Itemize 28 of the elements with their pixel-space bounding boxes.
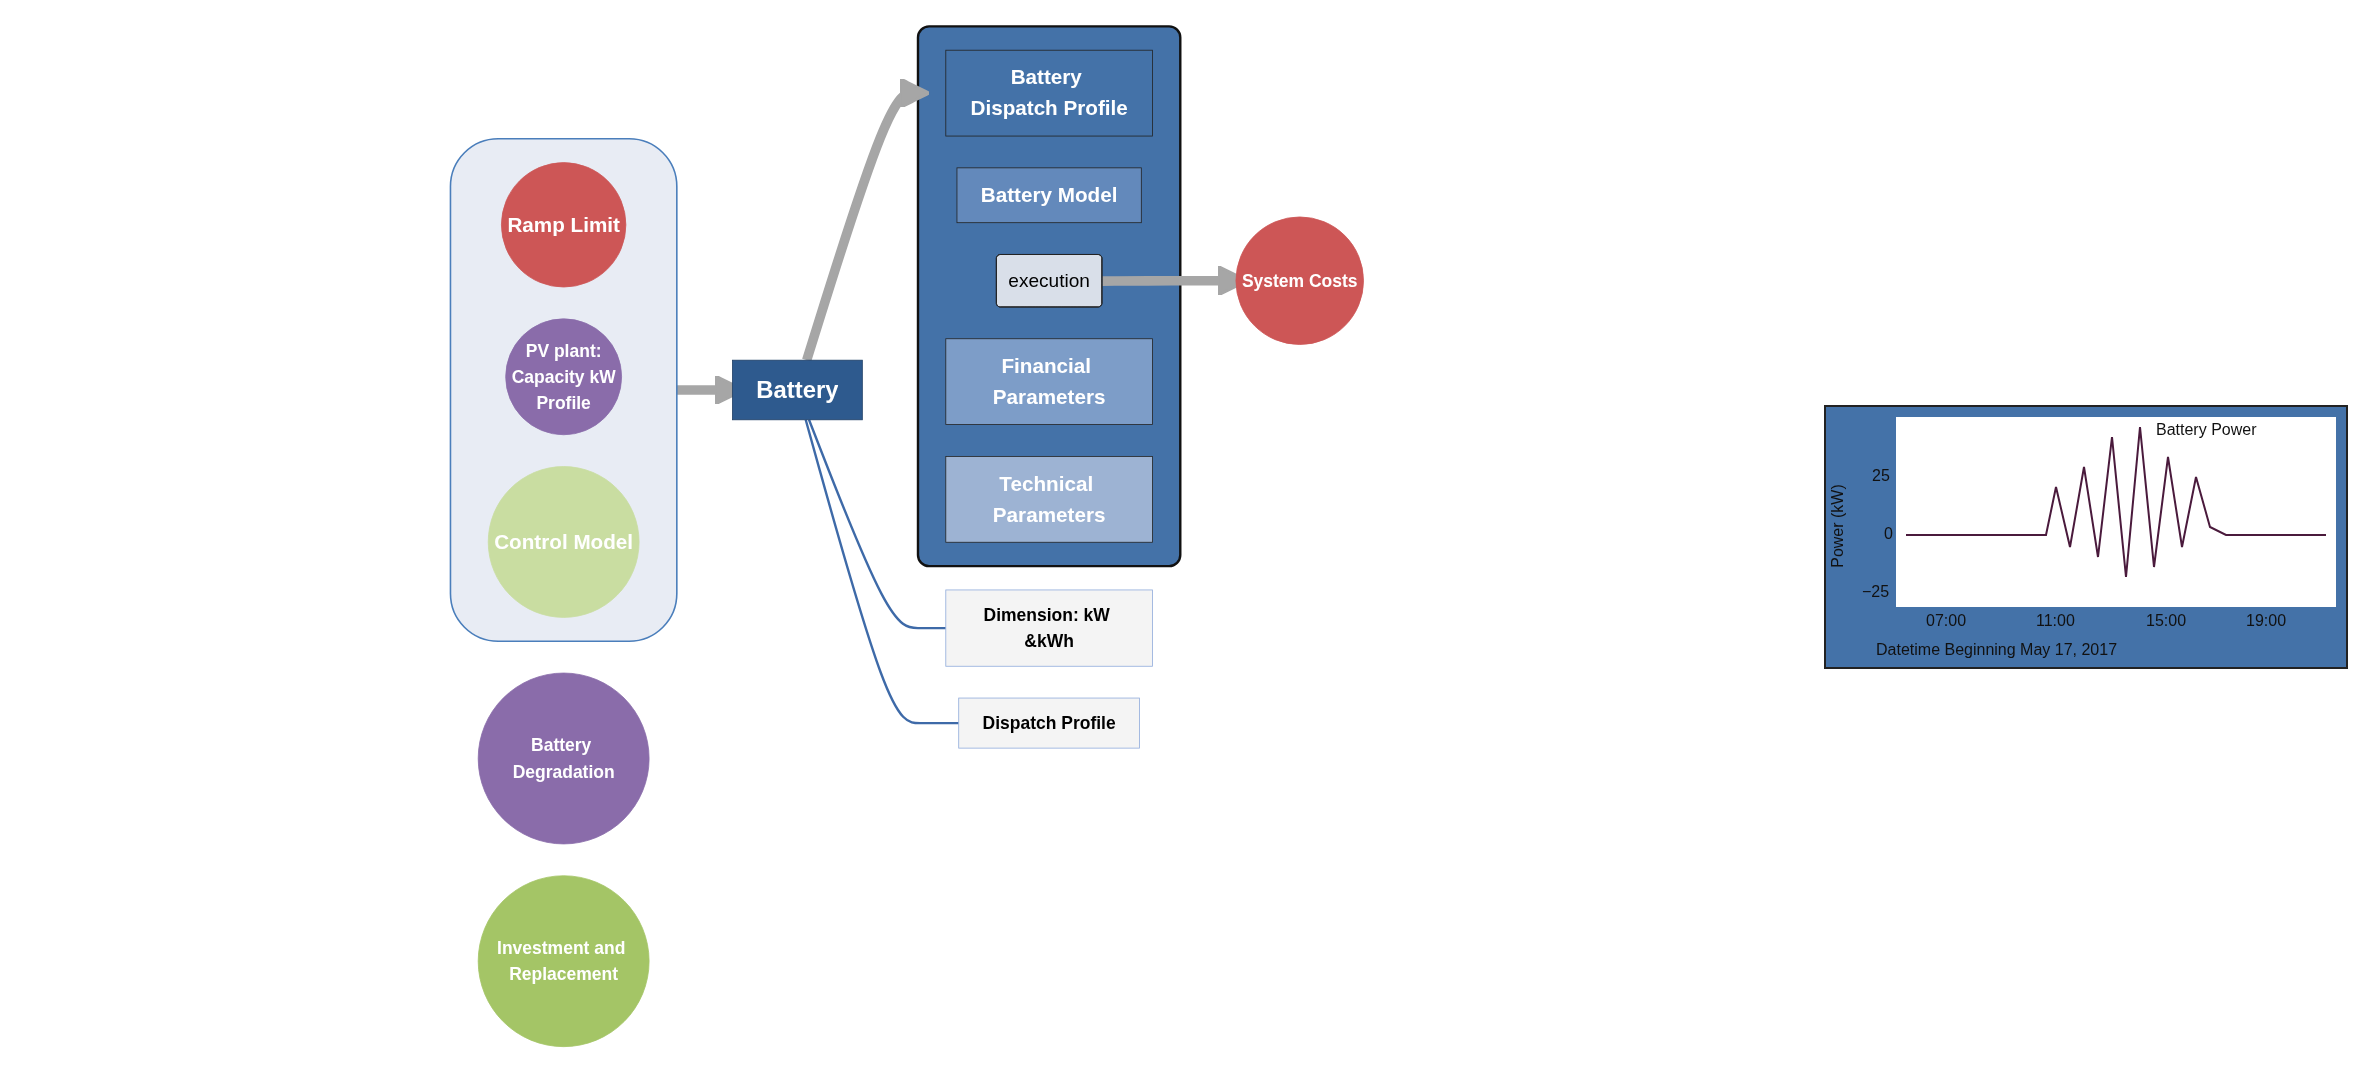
axis-title: Power (kW)	[1828, 483, 1847, 568]
legend-text: Battery Power	[2156, 420, 2257, 439]
node-circle: Battery Degradation	[477, 672, 650, 845]
node-circle: PV plant: Capacity kW Profile	[505, 318, 622, 436]
node-box: Dispatch Profile	[958, 697, 1140, 749]
connector	[804, 419, 959, 725]
node-box: Technical Parameters	[945, 456, 1153, 543]
tick-label: −25	[1862, 582, 1890, 601]
node-circle: Control Model	[487, 466, 640, 618]
tick-label: 19:00	[2246, 611, 2287, 630]
axis-title: Datetime Beginning May 17, 2017	[1876, 640, 2118, 659]
tick-label: 0	[1884, 524, 1893, 543]
tick-label: 15:00	[2146, 611, 2187, 630]
tick-label: 07:00	[1926, 611, 1967, 630]
node-box: Battery	[732, 359, 863, 421]
arrow	[802, 77, 931, 362]
cluster	[449, 137, 678, 643]
node-box: Financial Parameters	[945, 338, 1153, 425]
tick-label: 25	[1872, 466, 1890, 485]
node-box: Dimension: kW &kWh	[945, 589, 1153, 667]
node-circle: Investment and Replacement	[477, 875, 650, 1048]
connector	[807, 419, 946, 630]
node-box: Battery Model	[956, 167, 1142, 224]
node-circle: System Costs	[1235, 216, 1364, 345]
cluster	[916, 25, 1182, 568]
node-box: Battery Dispatch Profile	[945, 49, 1153, 137]
tick-label: 11:00	[2036, 611, 2075, 630]
node-circle: Ramp Limit	[501, 162, 627, 288]
